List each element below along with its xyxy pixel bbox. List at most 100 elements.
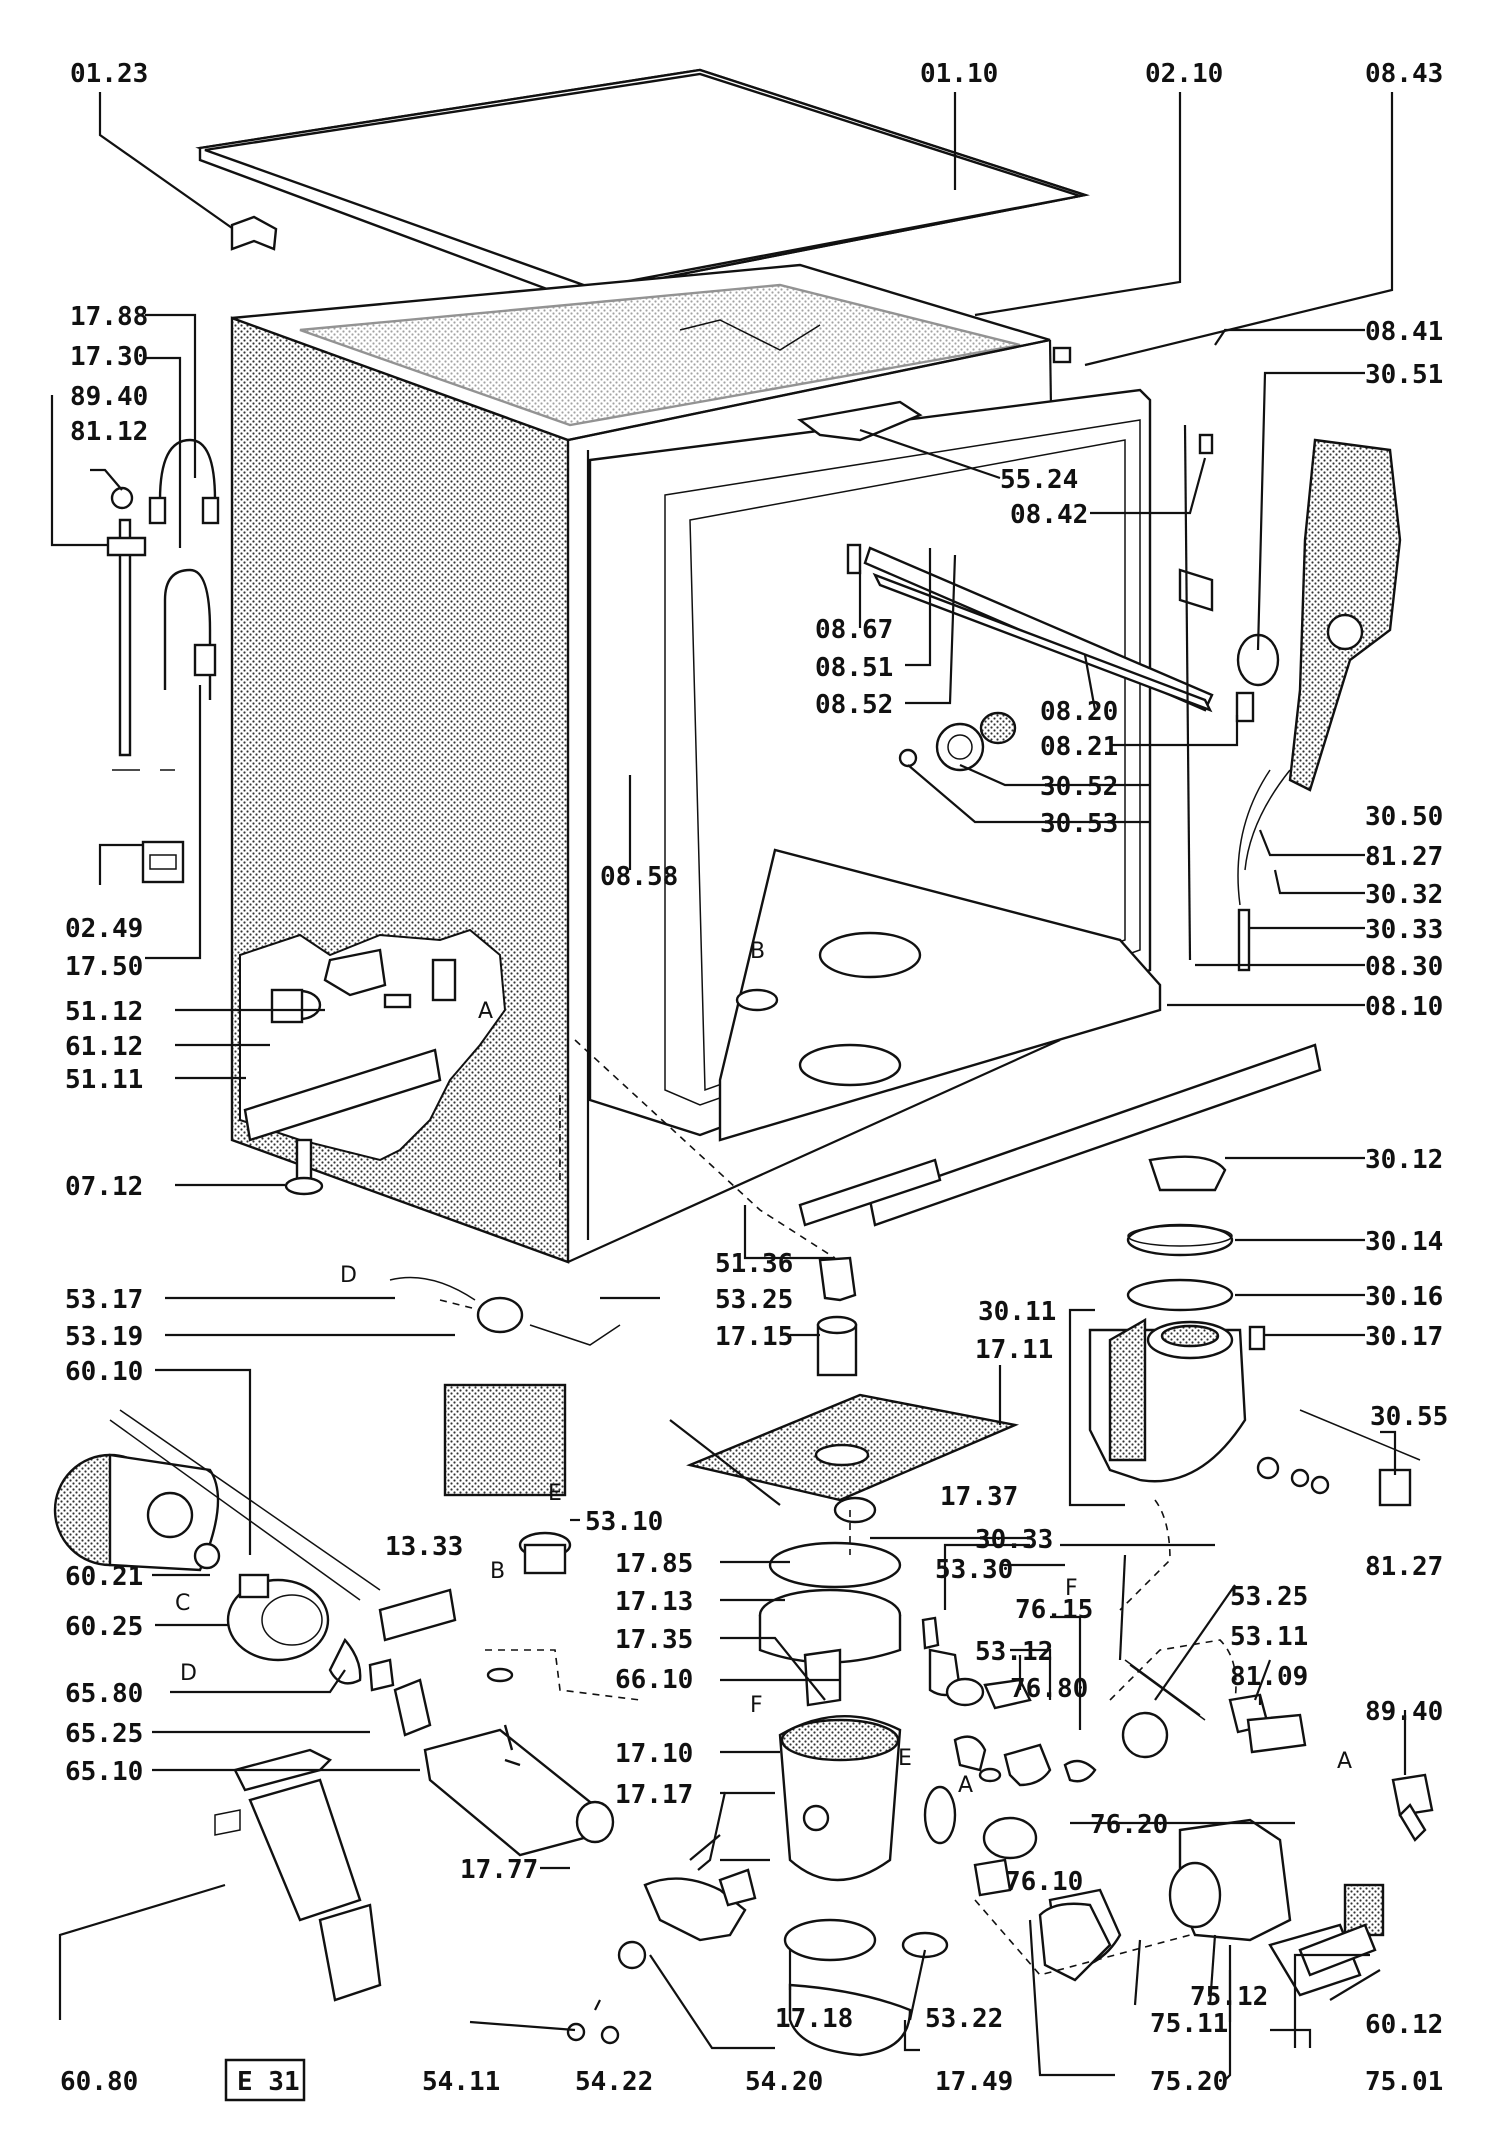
callout-17-17: 17.17 <box>615 1780 693 1810</box>
callout-65-10: 65.10 <box>65 1757 143 1787</box>
callout-89-40: 89.40 <box>70 382 148 412</box>
callout-51-11: 51.11 <box>65 1065 143 1095</box>
callout-53-25-top: 53.25 <box>715 1285 793 1315</box>
loose-hoses-left <box>106 438 220 771</box>
callout-54-20: 54.20 <box>745 2067 823 2097</box>
marker-e-sump: E <box>898 1746 912 1771</box>
callout-17-10: 17.10 <box>615 1739 693 1769</box>
connection-markers: A B D E B C D F F E A A <box>175 939 1352 1798</box>
motor-frame-60-80 <box>214 1748 382 2002</box>
callout-30-17: 30.17 <box>1365 1322 1443 1352</box>
callout-17-15: 17.15 <box>715 1322 793 1352</box>
marker-b-tub: B <box>750 939 765 964</box>
marker-b-hose: B <box>490 1559 505 1584</box>
hose-30-33 <box>1119 1499 1171 1611</box>
marker-d-level: D <box>340 1263 357 1288</box>
callout-75-12: 75.12 <box>1190 1982 1268 2012</box>
callout-76-20: 76.20 <box>1090 1810 1168 1840</box>
callout-53-30: 53.30 <box>935 1555 1013 1585</box>
marker-a-inlet: A <box>1337 1749 1352 1774</box>
callout-53-12: 53.12 <box>975 1637 1053 1667</box>
part-labels: 01.23 01.10 02.10 08.43 17.88 17.30 89.4… <box>60 59 1448 2097</box>
callout-61-12: 61.12 <box>65 1032 143 1062</box>
callout-89-40-b: 89.40 <box>1365 1697 1443 1727</box>
callout-75-11: 75.11 <box>1150 2009 1228 2039</box>
cabinet-trim <box>1052 346 1255 961</box>
callout-81-12: 81.12 <box>70 417 148 447</box>
worktop-panel <box>195 68 1090 307</box>
callout-30-52: 30.52 <box>1040 772 1118 802</box>
callout-17-30: 17.30 <box>70 342 148 372</box>
callout-17-11: 17.11 <box>975 1335 1053 1365</box>
callout-53-25-bottom: 53.25 <box>1230 1582 1308 1612</box>
callout-30-32: 30.32 <box>1365 880 1443 910</box>
callout-53-17: 53.17 <box>65 1285 143 1315</box>
sump-17-10 <box>566 1496 949 2057</box>
callout-53-22: 53.22 <box>925 2004 1003 2034</box>
callout-51-36: 51.36 <box>715 1249 793 1279</box>
callout-01-10: 01.10 <box>920 59 998 89</box>
bracket-01-23 <box>230 215 278 251</box>
callout-53-11: 53.11 <box>1230 1622 1308 1652</box>
callout-30-33-b: 30.33 <box>975 1525 1053 1555</box>
fittings-row <box>368 1616 1097 1787</box>
callout-02-10: 02.10 <box>1145 59 1223 89</box>
callout-01-23: 01.23 <box>70 59 148 89</box>
callout-65-25: 65.25 <box>65 1719 143 1749</box>
callout-60-12: 60.12 <box>1365 2010 1443 2040</box>
door-side-panel-30-50 <box>1236 438 1402 972</box>
spray-arm-08-20 <box>846 543 1214 713</box>
callout-17-50: 17.50 <box>65 952 143 982</box>
callout-76-10: 76.10 <box>1005 1867 1083 1897</box>
callout-30-33: 30.33 <box>1365 915 1443 945</box>
callout-66-10: 66.10 <box>615 1665 693 1695</box>
clip-02-49 <box>141 840 185 884</box>
leader-lines <box>50 92 1407 2081</box>
callout-30-14: 30.14 <box>1365 1227 1443 1257</box>
callout-08-21: 08.21 <box>1040 732 1118 762</box>
callout-17-77: 17.77 <box>460 1855 538 1885</box>
callout-30-50: 30.50 <box>1365 802 1443 832</box>
callout-55-24: 55.24 <box>1000 465 1078 495</box>
marker-f-sump: F <box>750 1693 763 1718</box>
callout-08-30: 08.30 <box>1365 952 1443 982</box>
callout-08-67: 08.67 <box>815 615 893 645</box>
upper-spray-bracket <box>679 319 923 442</box>
callout-17-88: 17.88 <box>70 302 148 332</box>
callout-08-20: 08.20 <box>1040 697 1118 727</box>
callout-02-49: 02.49 <box>65 914 143 944</box>
motor-60-10 <box>53 1409 381 1601</box>
callout-54-11: 54.11 <box>422 2067 500 2097</box>
callout-17-49: 17.49 <box>935 2067 1013 2097</box>
callout-60-80: 60.80 <box>60 2067 138 2097</box>
foot-07-12 <box>284 1138 324 1196</box>
switch-assembly <box>270 948 457 1024</box>
callout-08-41: 08.41 <box>1365 317 1443 347</box>
callout-60-21: 60.21 <box>65 1562 143 1592</box>
callout-30-11: 30.11 <box>978 1297 1056 1327</box>
callout-07-12: 07.12 <box>65 1172 143 1202</box>
callout-65-80: 65.80 <box>65 1679 143 1709</box>
callout-30-55: 30.55 <box>1370 1402 1448 1432</box>
drain-pump-75-01 <box>923 1785 1385 1997</box>
marker-a-valve: A <box>958 1773 973 1798</box>
spray-nozzle-30-52 <box>898 711 1017 772</box>
callout-17-35: 17.35 <box>615 1625 693 1655</box>
callout-08-51: 08.51 <box>815 653 893 683</box>
callout-75-20: 75.20 <box>1150 2067 1228 2097</box>
callout-17-13: 17.13 <box>615 1587 693 1617</box>
callout-08-42: 08.42 <box>1010 500 1088 530</box>
callout-60-25: 60.25 <box>65 1612 143 1642</box>
cabinet-frame <box>230 263 1322 1264</box>
callout-30-53: 30.53 <box>1040 809 1118 839</box>
level-switch-53-19 <box>389 1276 621 1575</box>
callout-08-10: 08.10 <box>1365 992 1443 1022</box>
callout-81-09: 81.09 <box>1230 1662 1308 1692</box>
callout-51-12: 51.12 <box>65 997 143 1027</box>
callout-53-19: 53.19 <box>65 1322 143 1352</box>
callout-13-33: 13.33 <box>385 1532 463 1562</box>
callout-81-27-b: 81.27 <box>1365 1552 1443 1582</box>
filter-mesh-17-11 <box>686 1393 1020 1502</box>
callout-81-27: 81.27 <box>1365 842 1443 872</box>
callout-30-51: 30.51 <box>1365 360 1443 390</box>
